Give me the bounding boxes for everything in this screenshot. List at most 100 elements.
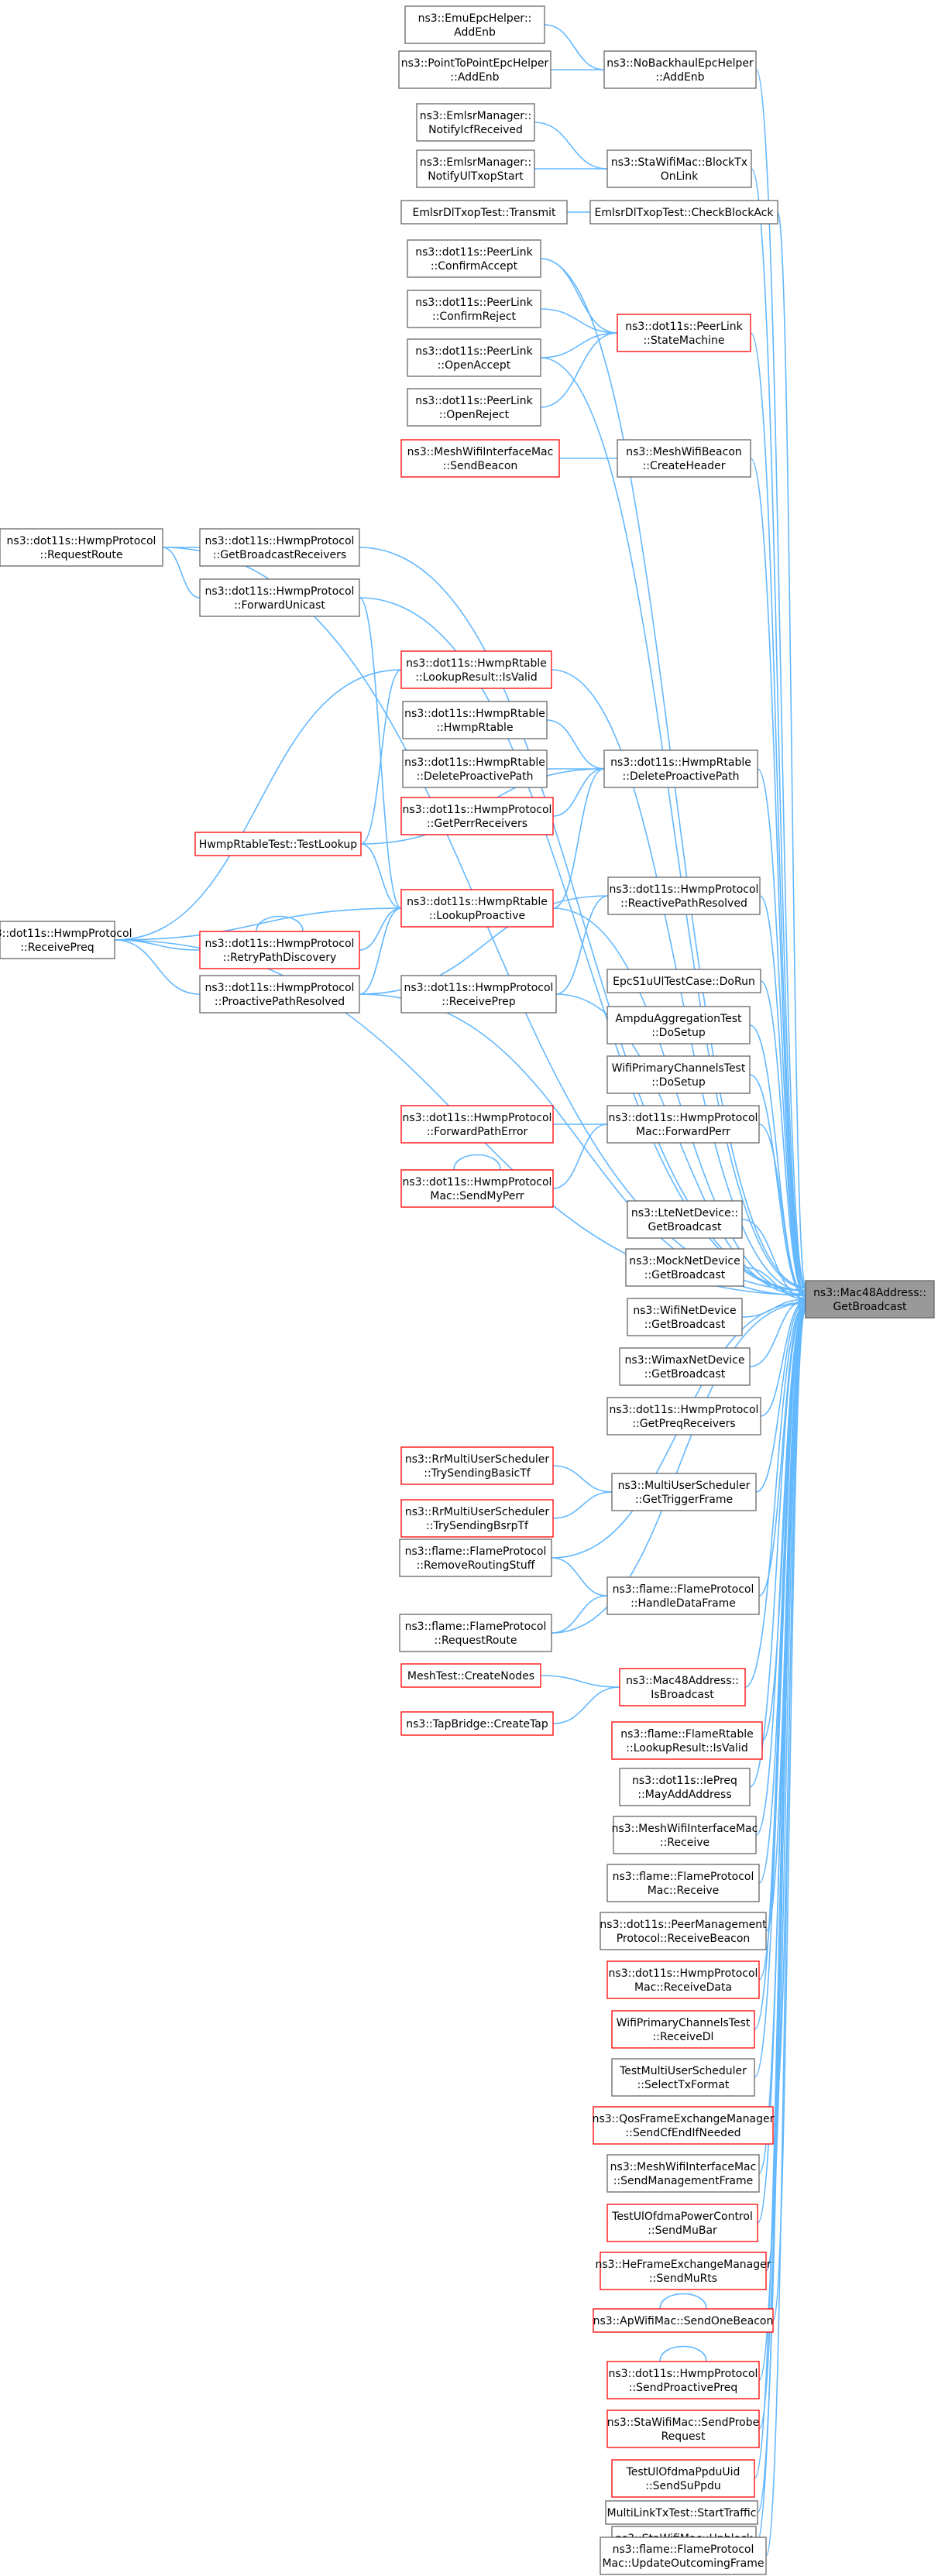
graph-node-n66[interactable]: TestUlOfdmaPpduUid::SendSuPpdu bbox=[611, 2459, 755, 2498]
graph-node-n55[interactable]: ns3::dot11s::PeerManagementProtocol::Rec… bbox=[600, 1912, 767, 1950]
node-box bbox=[603, 749, 758, 788]
call-edge-n27-n19 bbox=[114, 669, 402, 941]
graph-node-n10[interactable]: ns3::dot11s::PeerLink::ConfirmReject bbox=[407, 290, 541, 328]
node-box bbox=[605, 2500, 758, 2525]
graph-node-n43[interactable]: ns3::RrMultiUserScheduler::TrySendingBsr… bbox=[400, 1499, 554, 1538]
graph-node-n69[interactable]: ns3::flame::FlameProtocolMac::UpdateOutc… bbox=[600, 2537, 767, 2575]
graph-node-n28[interactable]: ns3::dot11s::HwmpProtocol::RetryPathDisc… bbox=[199, 931, 360, 969]
graph-node-n56[interactable]: ns3::dot11s::HwmpProtocolMac::ReceiveDat… bbox=[606, 1960, 760, 1999]
graph-node-n17[interactable]: ns3::dot11s::HwmpProtocol::GetBroadcastR… bbox=[199, 528, 360, 567]
graph-node-n42[interactable]: ns3::RrMultiUserScheduler::TrySendingBas… bbox=[400, 1446, 554, 1485]
node-label-line: ::DeleteProactivePath bbox=[417, 770, 534, 783]
graph-node-n0[interactable]: ns3::Mac48Address::GetBroadcast bbox=[805, 1280, 935, 1319]
graph-node-n41[interactable]: ns3::dot11s::HwmpProtocol::GetPreqReceiv… bbox=[606, 1397, 761, 1435]
node-label-line: ns3::dot11s::PeerLink bbox=[625, 321, 743, 333]
node-box bbox=[606, 2410, 760, 2448]
node-box bbox=[194, 832, 362, 856]
call-edge-n41-n0 bbox=[760, 1300, 806, 1417]
graph-node-n2[interactable]: ns3::PointToPointEpcHelper::AddEnb bbox=[398, 50, 551, 89]
graph-node-n62[interactable]: ns3::HeFrameExchangeManager::SendMuRts bbox=[595, 2252, 771, 2290]
graph-node-n38[interactable]: ns3::MockNetDevice::GetBroadcast bbox=[625, 1248, 744, 1287]
node-box bbox=[402, 701, 548, 739]
graph-node-n1[interactable]: ns3::EmuEpcHelper::AddEnb bbox=[404, 5, 545, 44]
node-box bbox=[617, 439, 751, 478]
call-edge-n64-n64 bbox=[659, 2345, 707, 2362]
graph-node-n7[interactable]: EmlsrDlTxopTest::Transmit bbox=[400, 200, 568, 225]
graph-node-n58[interactable]: TestMultiUserScheduler::SelectTxFormat bbox=[611, 2058, 755, 2097]
graph-node-n51[interactable]: ns3::flame::FlameRtable::LookupResult::I… bbox=[611, 1721, 763, 1760]
graph-node-n52[interactable]: ns3::dot11s::IePreq::MayAddAddress bbox=[619, 1768, 751, 1806]
graph-node-n34[interactable]: ns3::dot11s::HwmpProtocol::ForwardPathEr… bbox=[400, 1105, 554, 1144]
graph-node-n5[interactable]: ns3::EmlsrManager::NotifyUlTxopStart bbox=[416, 149, 535, 188]
graph-node-n11[interactable]: ns3::dot11s::PeerLink::StateMachine bbox=[617, 314, 751, 352]
node-label-line: ns3::flame::FlameRtable bbox=[620, 1728, 754, 1741]
graph-node-n46[interactable]: ns3::flame::FlameProtocol::HandleDataFra… bbox=[606, 1576, 760, 1615]
graph-node-n4[interactable]: ns3::EmlsrManager::NotifyIcfReceived bbox=[416, 103, 535, 142]
node-label-line: ns3::EmlsrManager:: bbox=[420, 110, 531, 122]
node-box bbox=[199, 528, 360, 567]
arrowhead-0 bbox=[799, 1288, 806, 1295]
graph-node-n8[interactable]: EmlsrDlTxopTest::CheckBlockAck bbox=[589, 200, 778, 225]
graph-node-n15[interactable]: ns3::MeshWifiBeacon::CreateHeader bbox=[617, 439, 751, 478]
graph-node-n32[interactable]: AmpduAggregationTest::DoSetup bbox=[606, 1006, 751, 1044]
node-label-line: ::DeleteProactivePath bbox=[623, 770, 740, 783]
graph-node-n64[interactable]: ns3::dot11s::HwmpProtocol::SendProactive… bbox=[606, 2361, 760, 2399]
graph-node-n45[interactable]: ns3::flame::FlameProtocol::RemoveRouting… bbox=[399, 1538, 552, 1577]
graph-node-n53[interactable]: ns3::MeshWifiInterfaceMac::Receive bbox=[612, 1816, 758, 1854]
graph-node-n30[interactable]: ns3::dot11s::HwmpProtocol::ReceivePrep bbox=[400, 975, 557, 1014]
graph-node-n21[interactable]: ns3::dot11s::HwmpRtable::DeleteProactive… bbox=[402, 749, 548, 788]
graph-node-n59[interactable]: ns3::QosFrameExchangeManager::SendCfEndI… bbox=[593, 2106, 775, 2145]
node-label-line: Protocol::ReceiveBeacon bbox=[617, 1933, 751, 1945]
graph-node-n61[interactable]: TestUlOfdmaPowerControl::SendMuBar bbox=[606, 2204, 758, 2242]
graph-node-n25[interactable]: ns3::dot11s::HwmpRtable::LookupProactive bbox=[400, 889, 554, 928]
graph-node-n49[interactable]: ns3::Mac48Address::IsBroadcast bbox=[619, 1668, 746, 1706]
node-label-line: MultiLinkTxTest::StartTraffic bbox=[607, 2507, 757, 2519]
call-edge-n10-n11 bbox=[540, 308, 618, 334]
graph-node-n27[interactable]: ns3::dot11s::HwmpProtocol::ReceivePreq bbox=[0, 921, 132, 959]
graph-node-n18[interactable]: ns3::dot11s::HwmpProtocol::ForwardUnicas… bbox=[199, 578, 360, 617]
graph-node-n24[interactable]: HwmpRtableTest::TestLookup bbox=[194, 832, 362, 856]
graph-node-n57[interactable]: WifiPrimaryChannelsTest::ReceiveDl bbox=[611, 2010, 755, 2049]
graph-node-n33[interactable]: WifiPrimaryChannelsTest::DoSetup bbox=[606, 1055, 751, 1094]
graph-node-n50[interactable]: ns3::TapBridge::CreateTap bbox=[400, 1711, 554, 1736]
call-edge-n66-n0 bbox=[754, 1311, 806, 2479]
graph-node-n31[interactable]: EpcS1uUlTestCase::DoRun bbox=[606, 969, 761, 993]
graph-node-n29[interactable]: ns3::dot11s::HwmpProtocol::ProactivePath… bbox=[199, 975, 360, 1014]
graph-node-n63[interactable]: ns3::ApWifiMac::SendOneBeacon bbox=[593, 2308, 774, 2333]
graph-node-n44[interactable]: ns3::MultiUserScheduler::GetTriggerFrame bbox=[611, 1473, 757, 1511]
graph-node-n60[interactable]: ns3::MeshWifiInterfaceMac::SendManagemen… bbox=[606, 2154, 760, 2193]
node-box bbox=[400, 1446, 554, 1485]
graph-node-n35[interactable]: ns3::dot11s::HwmpProtocolMac::ForwardPer… bbox=[606, 1105, 760, 1144]
graph-node-n47[interactable]: ns3::flame::FlameProtocol::RequestRoute bbox=[399, 1614, 552, 1652]
graph-node-n48[interactable]: MeshTest::CreateNodes bbox=[400, 1663, 541, 1688]
graph-node-n26[interactable]: ns3::dot11s::HwmpProtocol::ReactivePathR… bbox=[607, 876, 761, 915]
node-label-line: ns3::dot11s::HwmpProtocol bbox=[205, 585, 355, 598]
graph-node-n12[interactable]: ns3::dot11s::PeerLink::OpenAccept bbox=[407, 338, 541, 377]
graph-node-n23[interactable]: ns3::dot11s::HwmpProtocol::GetPerrReceiv… bbox=[400, 797, 554, 835]
graph-node-n13[interactable]: ns3::dot11s::PeerLink::OpenReject bbox=[407, 388, 541, 427]
graph-node-n40[interactable]: ns3::WimaxNetDevice::GetBroadcast bbox=[619, 1347, 751, 1386]
node-label-line: ns3::StaWifiMac::SendProbe bbox=[607, 2417, 759, 2429]
graph-node-n20[interactable]: ns3::dot11s::HwmpRtable::HwmpRtable bbox=[402, 701, 548, 739]
node-label-line: ns3::dot11s::HwmpProtocol bbox=[610, 1404, 759, 1416]
graph-node-n22[interactable]: ns3::dot11s::HwmpRtable::DeleteProactive… bbox=[603, 749, 758, 788]
graph-node-n67[interactable]: MultiLinkTxTest::StartTraffic bbox=[605, 2500, 758, 2525]
graph-node-n39[interactable]: ns3::WifiNetDevice::GetBroadcast bbox=[627, 1298, 743, 1336]
node-box bbox=[611, 2010, 755, 2049]
graph-node-n37[interactable]: ns3::LteNetDevice::GetBroadcast bbox=[627, 1200, 743, 1239]
node-label-line: ::GetBroadcast bbox=[644, 1368, 726, 1381]
graph-node-n14[interactable]: ns3::MeshWifiInterfaceMac::SendBeacon bbox=[400, 439, 560, 478]
graph-node-n3[interactable]: ns3::NoBackhaulEpcHelper::AddEnb bbox=[603, 50, 757, 89]
node-box bbox=[402, 749, 548, 788]
graph-node-n9[interactable]: ns3::dot11s::PeerLink::ConfirmAccept bbox=[407, 239, 541, 278]
node-label-line: WifiPrimaryChannelsTest bbox=[617, 2017, 751, 2029]
graph-node-n16[interactable]: ns3::dot11s::HwmpProtocol::RequestRoute bbox=[0, 528, 163, 567]
node-label-line: EpcS1uUlTestCase::DoRun bbox=[613, 976, 755, 988]
graph-node-n19[interactable]: ns3::dot11s::HwmpRtable::LookupResult::I… bbox=[400, 650, 552, 689]
node-label-line: ns3::MeshWifiInterfaceMac bbox=[610, 2161, 757, 2173]
node-label-line: ::ReceiveDl bbox=[653, 2031, 714, 2043]
